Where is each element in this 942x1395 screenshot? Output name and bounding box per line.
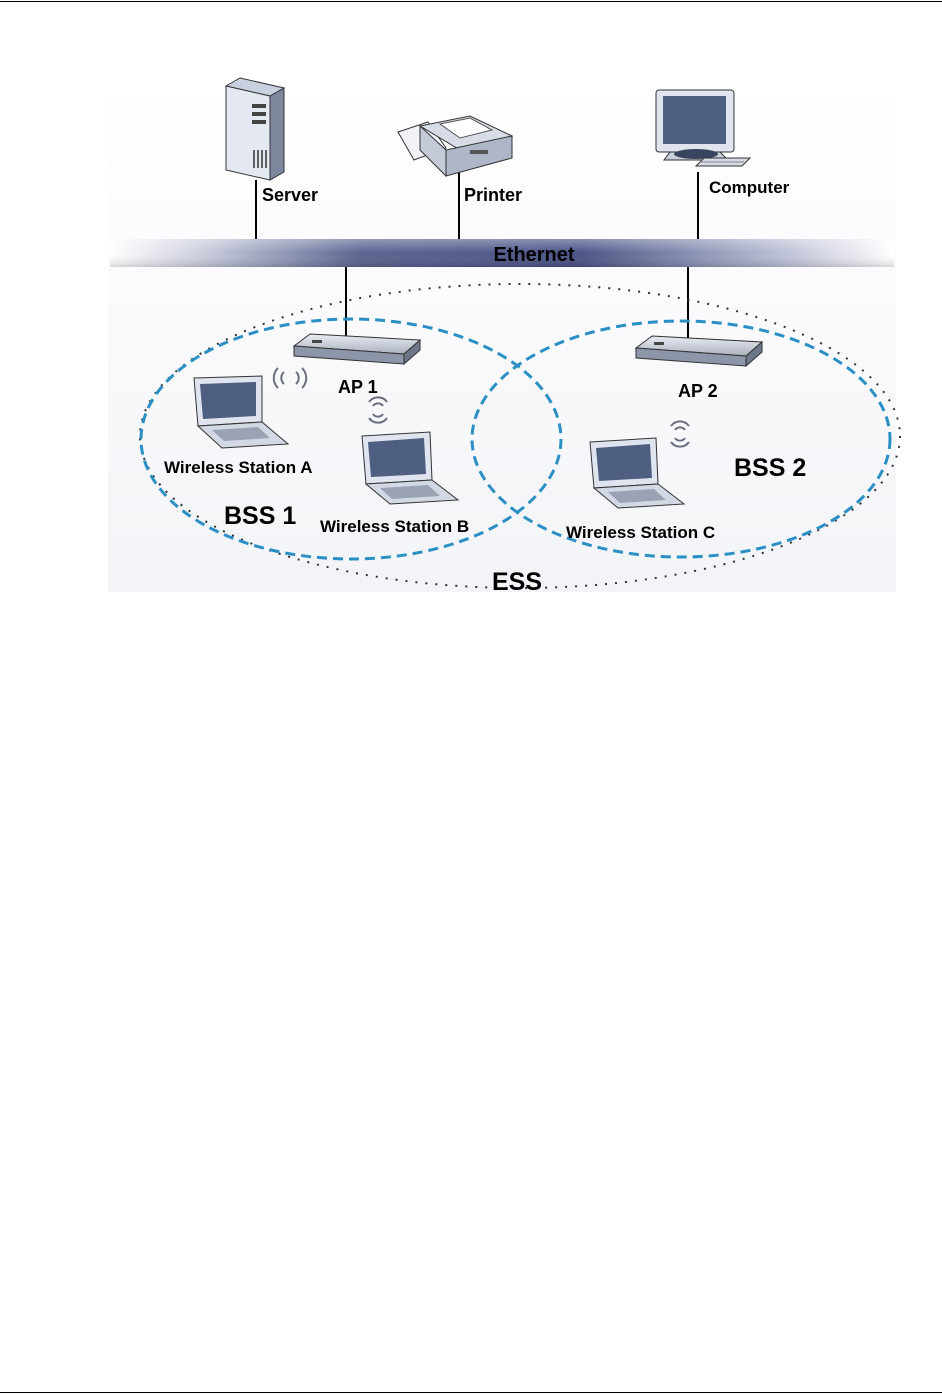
bss2-boundary bbox=[470, 319, 892, 559]
ess-label: ESS bbox=[492, 568, 542, 596]
laptop-c-icon bbox=[589, 437, 686, 509]
ess-boundary bbox=[139, 283, 901, 589]
laptop-b-icon bbox=[361, 431, 460, 505]
page-bottom-rule bbox=[0, 1392, 942, 1393]
server-label: Server bbox=[262, 185, 318, 205]
bss1-boundary bbox=[139, 317, 563, 561]
wifi-waves bbox=[272, 367, 690, 448]
connector-lines bbox=[255, 172, 699, 342]
ap1-label: AP 1 bbox=[338, 377, 378, 397]
ess-network-diagram: Ethernet Server Printer Computer bbox=[108, 77, 901, 596]
computer-label: Computer bbox=[709, 178, 790, 197]
ap1-icon bbox=[292, 333, 422, 366]
computer-icon bbox=[655, 89, 752, 167]
page-top-rule bbox=[0, 1, 942, 2]
station-b-label: Wireless Station B bbox=[320, 517, 469, 536]
ethernet-label: Ethernet bbox=[493, 244, 574, 266]
printer-label: Printer bbox=[464, 185, 522, 205]
wifi-icon-c bbox=[670, 420, 690, 448]
station-c-label: Wireless Station C bbox=[566, 523, 715, 542]
server-icon bbox=[224, 77, 286, 181]
wifi-icon-b bbox=[368, 396, 388, 424]
wifi-icon-a bbox=[272, 367, 308, 389]
bss2-label: BSS 2 bbox=[734, 454, 806, 482]
bss1-label: BSS 1 bbox=[224, 502, 296, 530]
ap2-label: AP 2 bbox=[678, 381, 718, 401]
printer-icon bbox=[397, 115, 514, 178]
ethernet-bus: Ethernet bbox=[110, 239, 894, 267]
station-a-label: Wireless Station A bbox=[164, 458, 312, 477]
laptop-a-icon bbox=[193, 375, 290, 449]
ap2-icon bbox=[634, 335, 764, 368]
